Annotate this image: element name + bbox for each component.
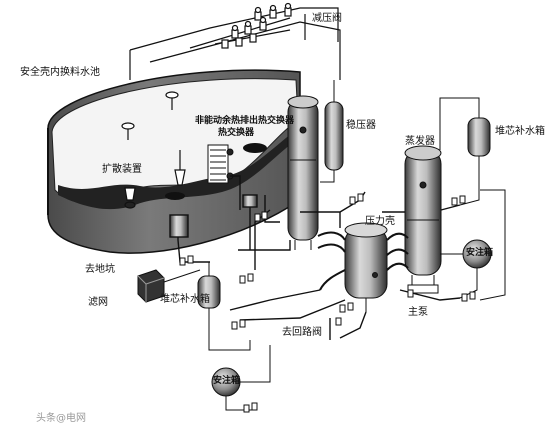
refueling-water-pool [47, 69, 301, 254]
label-accumulator-left: 安注箱 [213, 376, 241, 386]
pressure-reducing-valves [129, 2, 341, 80]
label-accumulator-right: 安注箱 [466, 248, 494, 258]
watermark: 头条@电网 [36, 413, 86, 424]
label-pressure-vessel: 压力壳 [365, 216, 395, 227]
label-containment-water-pool: 安全壳内换料水池 [20, 67, 100, 78]
label-core-makeup-tank-left: 堆芯补水箱 [160, 294, 210, 305]
label-diffuser: 扩散装置 [102, 164, 142, 175]
inline-valves [179, 193, 476, 413]
label-pressure-reducing-valve: 减压阀 [312, 13, 342, 24]
passive-rhr-heat-exchanger [207, 144, 234, 184]
diffuser-spargers [121, 91, 186, 209]
reactor-pressure-vessel [317, 222, 409, 312]
label-core-makeup-tank-top: 堆芯补水箱 [495, 126, 545, 137]
core-makeup-tank-right [439, 97, 506, 301]
label-passive-rhr-heat-exchanger: 非能动余热排出热交换器 [195, 116, 295, 126]
steam-generator-left [287, 95, 319, 250]
label-voltage-stabilizer: 稳压器 [346, 120, 376, 131]
pressurizer [320, 80, 344, 183]
label-passive-rhr-heat-exchanger-line2: 热交换器 [218, 128, 255, 138]
accumulator-left [211, 345, 271, 411]
label-to-sump: 去地坑 [85, 264, 115, 275]
label-steam-generator: 蒸发器 [405, 136, 435, 147]
steam-generator-right [404, 145, 442, 294]
strainer-box [137, 269, 201, 303]
core-makeup-tank-left [197, 262, 251, 351]
label-main-pump: 主泵 [408, 307, 428, 318]
label-to-loop-valve: 去回路阀 [282, 327, 322, 338]
label-check-valve: 滤网 [88, 297, 108, 308]
pool-outlet-pipes [169, 175, 291, 263]
loop-piping [229, 191, 461, 340]
